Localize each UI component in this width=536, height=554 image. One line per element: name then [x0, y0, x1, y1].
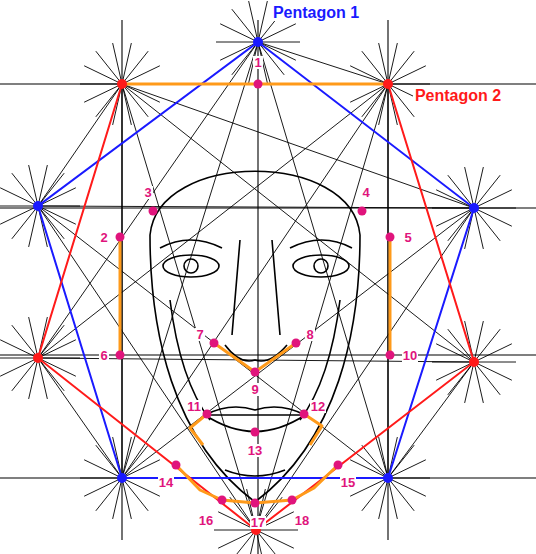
- construction-line: [379, 43, 388, 84]
- callout-number: 17: [250, 516, 266, 529]
- construction-line: [84, 66, 122, 84]
- construction-line: [122, 208, 474, 478]
- construction-line: [122, 445, 148, 478]
- construction-line: [474, 175, 500, 208]
- construction-line: [258, 42, 300, 43]
- construction-line: [29, 165, 38, 206]
- construction-line: [474, 329, 500, 362]
- construction-line: [220, 42, 258, 60]
- construction-line: [474, 344, 512, 362]
- construction-line: [258, 24, 296, 42]
- construction-line: [220, 24, 258, 42]
- construction-line: [474, 362, 483, 403]
- construction-line: [388, 66, 426, 84]
- construction-line: [474, 362, 512, 380]
- construction-line: [122, 478, 131, 519]
- callout-number: 16: [198, 514, 214, 527]
- callout-number: 2: [99, 231, 108, 244]
- construction-line: [0, 358, 38, 359]
- callout-number: 4: [361, 186, 370, 199]
- construction-line: [113, 43, 122, 84]
- construction-line: [388, 478, 397, 519]
- callout-number: 9: [250, 383, 259, 396]
- construction-line: [350, 66, 388, 84]
- callout-number: 1: [253, 56, 262, 69]
- construction-line: [12, 206, 38, 239]
- construction-line: [38, 358, 122, 478]
- construction-line: [474, 208, 483, 249]
- callout-number: 8: [305, 328, 314, 341]
- pentagon-label: Pentagon 2: [413, 88, 503, 104]
- construction-line: [388, 478, 426, 496]
- callout-number: 6: [99, 349, 108, 362]
- construction-line: [256, 530, 282, 554]
- callout-number: 3: [143, 186, 152, 199]
- construction-line: [474, 208, 512, 226]
- callout-number: 7: [195, 328, 204, 341]
- callout-number: 10: [402, 349, 418, 362]
- construction-line: [122, 66, 160, 84]
- callout-number: 12: [310, 400, 326, 413]
- construction-line: [12, 358, 38, 391]
- pentagon-label: Pentagon 1: [271, 5, 361, 21]
- callout-number: 18: [294, 514, 310, 527]
- construction-line: [214, 530, 256, 531]
- construction-line: [84, 478, 122, 496]
- construction-line: [256, 530, 294, 548]
- construction-line: [256, 530, 298, 531]
- construction-line: [0, 358, 38, 376]
- construction-line: [258, 42, 388, 478]
- construction-line: [29, 317, 38, 358]
- construction-line: [388, 362, 474, 478]
- construction-line: [388, 51, 414, 84]
- construction-line: [362, 478, 388, 511]
- construction-line: [216, 42, 258, 43]
- callout-number: 11: [186, 400, 202, 413]
- construction-line: [38, 84, 388, 358]
- construction-line: [38, 188, 76, 206]
- construction-line: [249, 1, 258, 42]
- callout-number: 13: [247, 444, 263, 457]
- callout-number: 5: [403, 231, 412, 244]
- callout-number: 15: [340, 476, 356, 489]
- construction-line: [230, 530, 256, 554]
- construction-line: [122, 478, 160, 496]
- construction-line: [38, 206, 388, 478]
- construction-line: [0, 206, 38, 207]
- construction-line: [448, 208, 474, 241]
- construction-line: [218, 530, 256, 548]
- construction-line: [122, 84, 256, 530]
- construction-line: [362, 84, 388, 117]
- construction-line: [38, 84, 122, 206]
- construction-line: [122, 84, 474, 362]
- construction-line: [474, 362, 516, 363]
- construction-line: [122, 51, 148, 84]
- construction-line: [96, 478, 122, 511]
- construction-line: [0, 188, 38, 206]
- construction-line: [0, 206, 38, 224]
- construction-line: [258, 42, 388, 84]
- callout-number: 14: [158, 476, 174, 489]
- construction-line: [474, 190, 512, 208]
- construction-line: [122, 84, 388, 478]
